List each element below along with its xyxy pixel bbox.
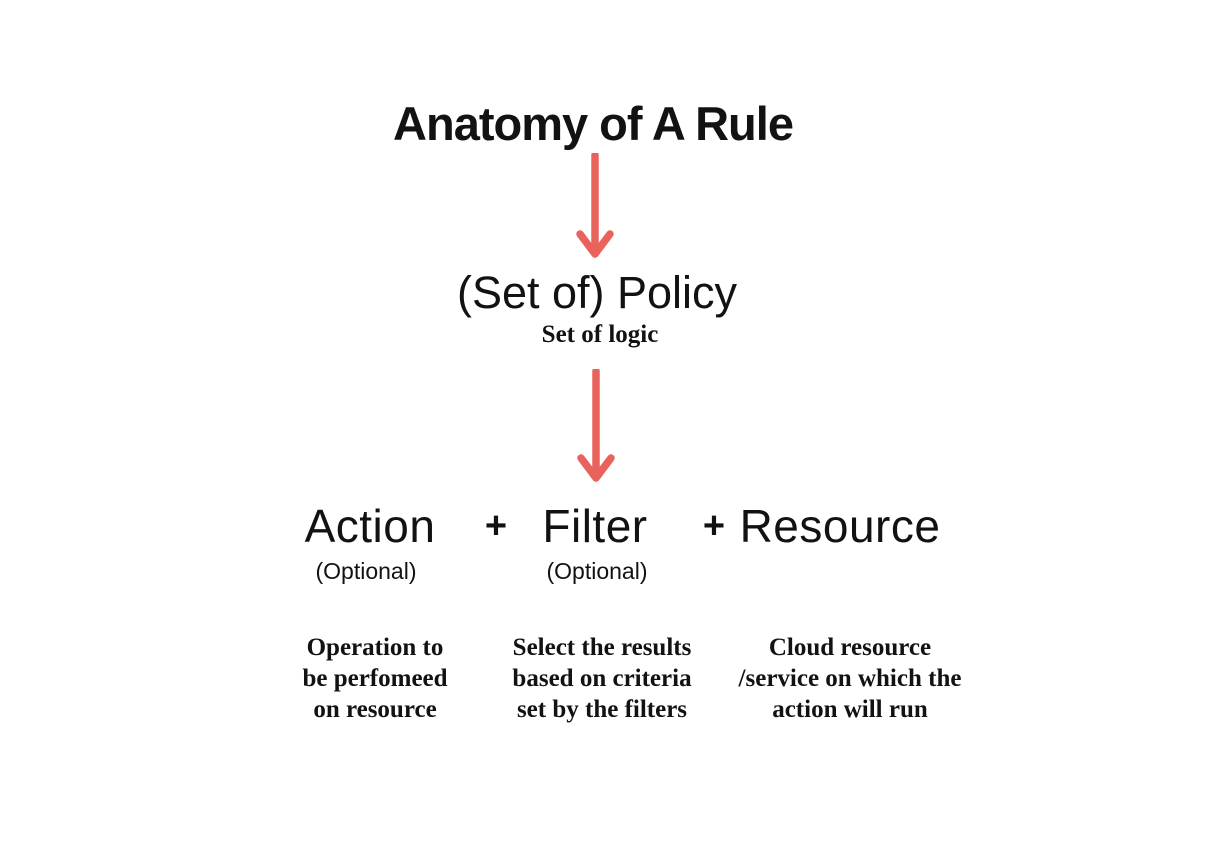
arrow-head — [577, 454, 615, 482]
plus-sign: + — [702, 505, 726, 547]
diagram-title: Anatomy of A Rule — [393, 97, 794, 150]
plus-sign: + — [484, 505, 508, 547]
optional-note-filter: (Optional) — [546, 558, 648, 584]
description-filter: Select the results based on criteria set… — [512, 634, 692, 723]
arrow-head — [576, 230, 614, 258]
description-action: Operation to be perfomeed on resource — [302, 634, 448, 723]
policy-label: (Set of) Policy — [456, 267, 738, 318]
term-resource: Resource — [739, 500, 941, 552]
down-arrow-icon — [576, 153, 614, 258]
term-action: Action — [304, 500, 436, 552]
optional-note-action: (Optional) — [315, 558, 417, 584]
policy-sublabel: Set of logic — [541, 321, 659, 348]
description-resource: Cloud resource /service on which the act… — [738, 634, 962, 723]
down-arrow-icon — [577, 369, 615, 482]
term-filter: Filter — [542, 500, 648, 552]
